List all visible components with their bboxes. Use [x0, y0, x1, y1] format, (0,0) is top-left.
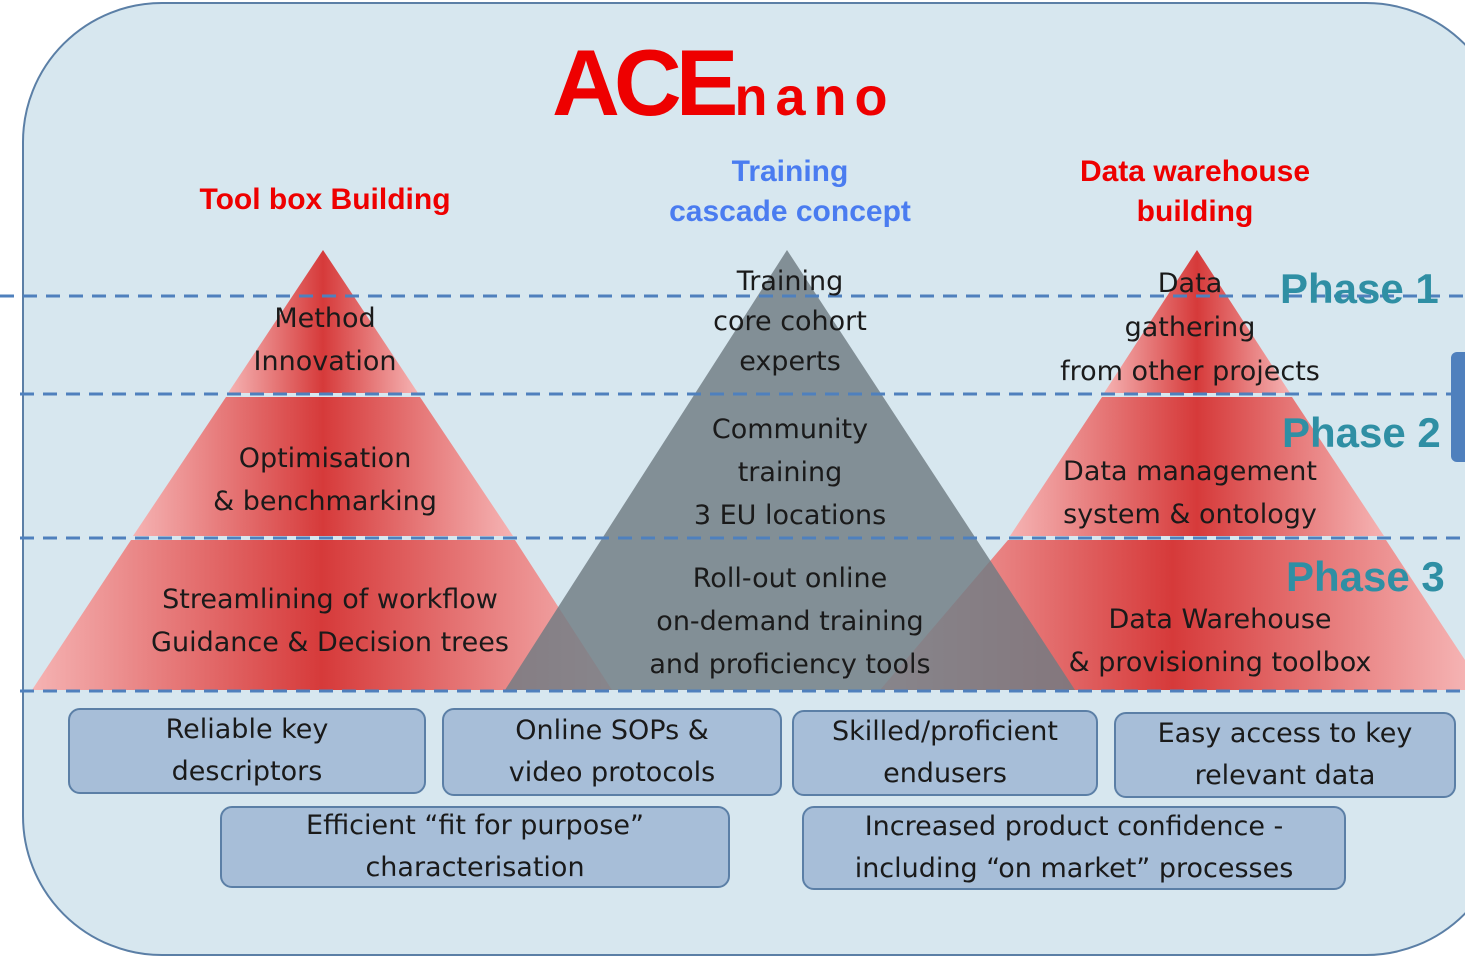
- data-level-2: Data management system & ontology: [1020, 450, 1360, 536]
- right-pyramid-top: [1104, 250, 1290, 393]
- outcome-1-line2: descriptors: [171, 756, 323, 787]
- outcome-5-line2: characterisation: [365, 852, 585, 883]
- training-l1-line3: experts: [739, 346, 841, 377]
- outcome-3-line2: endusers: [883, 758, 1007, 789]
- center-pyramid: [505, 250, 1075, 690]
- logo-sub: nano: [734, 67, 896, 127]
- data-l1-line2: gathering: [1124, 312, 1256, 343]
- training-l3-line2: on-demand training: [656, 606, 924, 637]
- toolbox-l1-line2: Innovation: [253, 346, 397, 377]
- outcome-6-line2: including “on market” processes: [854, 853, 1294, 884]
- outcome-2-line1: Online SOPs &: [515, 715, 709, 746]
- toolbox-level-2: Optimisation & benchmarking: [170, 437, 480, 523]
- toolbox-l3-line2: Guidance & Decision trees: [151, 627, 509, 658]
- data-l3-line1: Data Warehouse: [1108, 604, 1332, 635]
- training-level-3: Roll-out online on-demand training and p…: [600, 557, 980, 686]
- header-training-line1: Training: [731, 155, 849, 188]
- training-l3-line3: and proficiency tools: [649, 649, 931, 680]
- phase-2-label: Phase 2: [1282, 409, 1441, 456]
- training-level-1: Training core cohort experts: [640, 262, 940, 382]
- header-toolbox-line1: Tool box Building: [199, 183, 451, 216]
- header-datawarehouse: Data warehouse building: [1010, 152, 1380, 232]
- outcome-reliable-descriptors: Reliable key descriptors: [68, 708, 426, 794]
- outcome-increased-confidence: Increased product confidence - including…: [802, 806, 1346, 890]
- outcome-3-line1: Skilled/proficient: [832, 716, 1058, 747]
- logo-title: ACEnano: [552, 36, 895, 130]
- outcome-efficient-characterisation: Efficient “fit for purpose” characterisa…: [220, 806, 730, 888]
- left-pyramid-mid: [133, 397, 513, 536]
- training-l1-line1: Training: [736, 266, 844, 297]
- training-level-2: Community training 3 EU locations: [640, 408, 940, 537]
- outcome-online-sops: Online SOPs & video protocols: [442, 708, 782, 796]
- phase-1-label: Phase 1: [1280, 265, 1439, 312]
- phase-3-label: Phase 3: [1286, 553, 1445, 600]
- training-l1-line2: core cohort: [713, 306, 867, 337]
- header-data-line1: Data warehouse: [1079, 155, 1311, 188]
- toolbox-level-1: Method Innovation: [190, 297, 460, 383]
- outcome-easy-access: Easy access to key relevant data: [1114, 712, 1456, 798]
- training-l2-line2: training: [737, 457, 843, 488]
- toolbox-l1-line1: Method: [274, 303, 376, 334]
- outcome-4-line1: Easy access to key: [1157, 718, 1413, 749]
- training-l3-line1: Roll-out online: [692, 563, 888, 594]
- data-level-3: Data Warehouse & provisioning toolbox: [1040, 598, 1400, 684]
- training-l2-line3: 3 EU locations: [693, 500, 887, 531]
- data-l1-line1: Data: [1157, 268, 1223, 299]
- outcome-2-line2: video protocols: [508, 757, 716, 788]
- logo-main: ACE: [552, 30, 738, 135]
- data-l3-line2: & provisioning toolbox: [1068, 647, 1372, 678]
- data-l2-line1: Data management: [1063, 456, 1317, 487]
- outcome-6-line1: Increased product confidence -: [864, 811, 1284, 842]
- outcome-1-line1: Reliable key: [165, 714, 329, 745]
- toolbox-l2-line1: Optimisation: [238, 443, 412, 474]
- pyramid-diagram: [0, 250, 1465, 693]
- left-pyramid-top: [228, 250, 418, 393]
- header-data-line2: building: [1136, 195, 1254, 228]
- outcome-5-line1: Efficient “fit for purpose”: [306, 810, 644, 841]
- header-training-line2: cascade concept: [669, 195, 911, 228]
- toolbox-level-3: Streamlining of workflow Guidance & Deci…: [100, 578, 560, 664]
- outcome-4-line2: relevant data: [1194, 760, 1376, 791]
- data-l1-line3: from other projects: [1060, 356, 1320, 387]
- data-level-1: Data gathering from other projects: [1020, 262, 1360, 394]
- data-l2-line2: system & ontology: [1063, 499, 1317, 530]
- header-toolbox: Tool box Building: [150, 180, 500, 220]
- training-l2-line1: Community: [711, 414, 869, 445]
- toolbox-l2-line2: & benchmarking: [213, 486, 437, 517]
- side-tab: [1451, 352, 1465, 462]
- header-training: Training cascade concept: [585, 152, 995, 232]
- left-pyramid-bottom: [32, 540, 612, 690]
- toolbox-l3-line1: Streamlining of workflow: [162, 584, 498, 615]
- outcome-skilled-endusers: Skilled/proficient endusers: [792, 710, 1098, 796]
- right-pyramid-mid: [1010, 397, 1384, 536]
